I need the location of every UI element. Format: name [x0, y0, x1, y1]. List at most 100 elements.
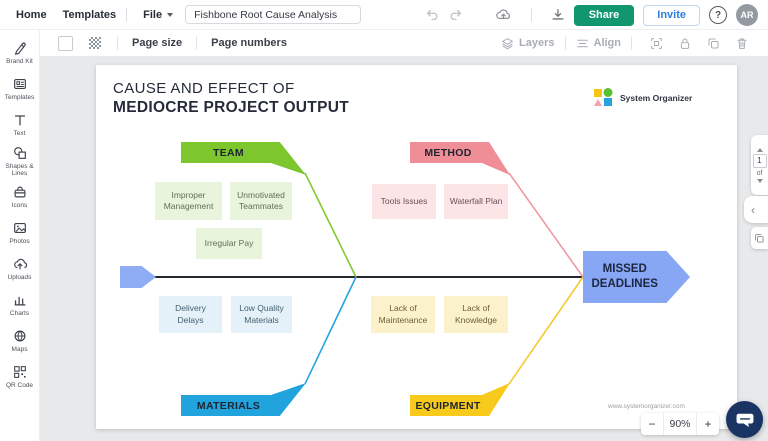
file-menu-label: File — [143, 8, 163, 21]
top-menu-bar: Home Templates File Share Invite — [0, 0, 768, 30]
category-banner-team[interactable]: TEAM — [181, 142, 306, 175]
group-button[interactable] — [650, 37, 663, 50]
icons-bag-icon — [14, 186, 25, 198]
divider — [530, 8, 532, 22]
effect-arrow[interactable]: MISSED DEADLINES — [583, 251, 690, 303]
zoom-out-button[interactable]: − — [641, 413, 663, 435]
page-navigator: of — [751, 135, 768, 195]
left-sidebar: Brand Kit Templates Text Shapes & Lines … — [0, 30, 40, 441]
cause-box[interactable]: Waterfall Plan — [444, 184, 508, 219]
cause-box[interactable]: Irregular Pay — [196, 228, 262, 259]
document-title-input[interactable] — [185, 5, 362, 24]
category-banner-equipment[interactable]: EQUIPMENT — [410, 383, 510, 416]
cause-box[interactable]: Lack of Knowledge — [444, 296, 508, 333]
qr-code-icon — [13, 366, 26, 379]
sidebar-item-label: Icons — [11, 202, 28, 210]
sidebar-item-label: Templates — [4, 94, 35, 102]
sidebar-item-icons[interactable]: Icons — [0, 179, 40, 215]
duplicate-button[interactable] — [707, 37, 720, 50]
page-toolbar: Page size Page numbers Layers Align — [40, 30, 768, 57]
cause-box[interactable]: Tools Issues — [372, 184, 436, 219]
sidebar-item-qr-code[interactable]: QR Code — [0, 359, 40, 395]
divider — [126, 7, 128, 22]
collapse-panel-button[interactable]: ‹ — [744, 196, 768, 223]
zoom-level: 90% — [663, 413, 697, 435]
category-label: MATERIALS — [196, 399, 261, 412]
fishbone-lines — [138, 172, 585, 385]
sidebar-item-photos[interactable]: Photos — [0, 215, 40, 251]
chat-bubble-icon — [736, 413, 753, 427]
align-label: Align — [593, 37, 622, 49]
cloud-sync-button[interactable] — [495, 8, 512, 22]
align-button[interactable]: Align — [576, 37, 622, 50]
layers-label: Layers — [519, 37, 555, 49]
redo-button[interactable] — [449, 8, 463, 22]
duplicate-page-button[interactable] — [751, 227, 768, 249]
zoom-in-button[interactable]: + — [697, 413, 719, 435]
delete-button[interactable] — [736, 37, 748, 50]
page-numbers-button[interactable]: Page numbers — [211, 37, 287, 49]
page-down-button[interactable] — [756, 178, 763, 183]
chat-launcher-button[interactable] — [726, 401, 763, 438]
sidebar-item-charts[interactable]: Charts — [0, 287, 40, 323]
maps-globe-icon — [14, 330, 25, 342]
category-banner-method[interactable]: METHOD — [410, 142, 510, 175]
diagram-title[interactable]: CAUSE AND EFFECT OF MEDIOCRE PROJECT OUT… — [113, 79, 349, 118]
sidebar-item-templates[interactable]: Templates — [0, 71, 40, 107]
page-up-button[interactable] — [756, 147, 763, 152]
page-number-input[interactable] — [752, 153, 767, 168]
sidebar-item-label: Charts — [9, 310, 30, 318]
templates-menu[interactable]: Templates — [62, 8, 117, 21]
layers-button[interactable]: Layers — [501, 37, 555, 50]
download-button[interactable] — [551, 8, 565, 22]
category-banner-materials[interactable]: MATERIALS — [181, 383, 306, 416]
title-line1: CAUSE AND EFFECT OF — [113, 80, 295, 97]
sidebar-item-shapes-lines[interactable]: Shapes & Lines — [0, 143, 40, 179]
upload-cloud-icon — [13, 259, 27, 270]
website-text[interactable]: www.systemorganizer.com — [608, 403, 685, 410]
duplicate-icon — [708, 38, 719, 48]
canvas-workspace[interactable]: CAUSE AND EFFECT OF MEDIOCRE PROJECT OUT… — [40, 57, 768, 441]
background-color-swatch[interactable] — [58, 35, 73, 51]
avatar[interactable]: AR — [736, 4, 758, 26]
category-label: TEAM — [213, 146, 244, 159]
home-menu[interactable]: Home — [16, 8, 47, 21]
design-page[interactable]: CAUSE AND EFFECT OF MEDIOCRE PROJECT OUT… — [96, 65, 737, 429]
sidebar-item-brand-kit[interactable]: Brand Kit — [0, 35, 40, 71]
sidebar-item-label: Brand Kit — [6, 58, 33, 66]
brand-logo[interactable]: System Organizer — [593, 87, 692, 108]
photos-icon — [13, 223, 26, 234]
file-menu[interactable]: File — [143, 8, 174, 21]
share-button[interactable]: Share — [573, 4, 635, 26]
spine-start-arrow[interactable] — [120, 266, 156, 288]
divider — [564, 36, 566, 50]
shapes-lines-icon — [13, 146, 26, 159]
lock-button[interactable] — [679, 37, 691, 50]
charts-icon — [13, 296, 26, 306]
group-selection-icon — [651, 37, 662, 49]
logo-text: System Organizer — [620, 92, 693, 103]
cause-box[interactable]: Unmotivated Teammates — [230, 182, 292, 220]
sidebar-item-label: Text — [13, 130, 26, 138]
undo-button[interactable] — [425, 8, 439, 22]
sidebar-item-label: QR Code — [5, 382, 34, 390]
sidebar-item-maps[interactable]: Maps — [0, 323, 40, 359]
category-label: METHOD — [424, 146, 472, 159]
sidebar-item-uploads[interactable]: Uploads — [0, 251, 40, 287]
sidebar-item-text[interactable]: Text — [0, 107, 40, 143]
page-of-label: of — [756, 169, 763, 177]
help-button[interactable]: ? — [709, 6, 727, 24]
cause-box[interactable]: Lack of Maintenance — [371, 296, 435, 333]
cause-box[interactable]: Improper Management — [155, 182, 222, 220]
transparency-pattern-icon[interactable] — [89, 37, 101, 49]
cause-box[interactable]: Delivery Delays — [159, 296, 222, 333]
undo-icon — [427, 9, 438, 20]
cause-box[interactable]: Low Quality Materials — [231, 296, 292, 333]
download-icon — [552, 9, 564, 20]
invite-button[interactable]: Invite — [643, 4, 700, 26]
brand-kit-icon — [14, 42, 26, 56]
pages-icon — [755, 233, 764, 243]
align-icon — [576, 39, 588, 47]
layers-icon — [502, 37, 513, 49]
page-size-button[interactable]: Page size — [132, 37, 183, 49]
